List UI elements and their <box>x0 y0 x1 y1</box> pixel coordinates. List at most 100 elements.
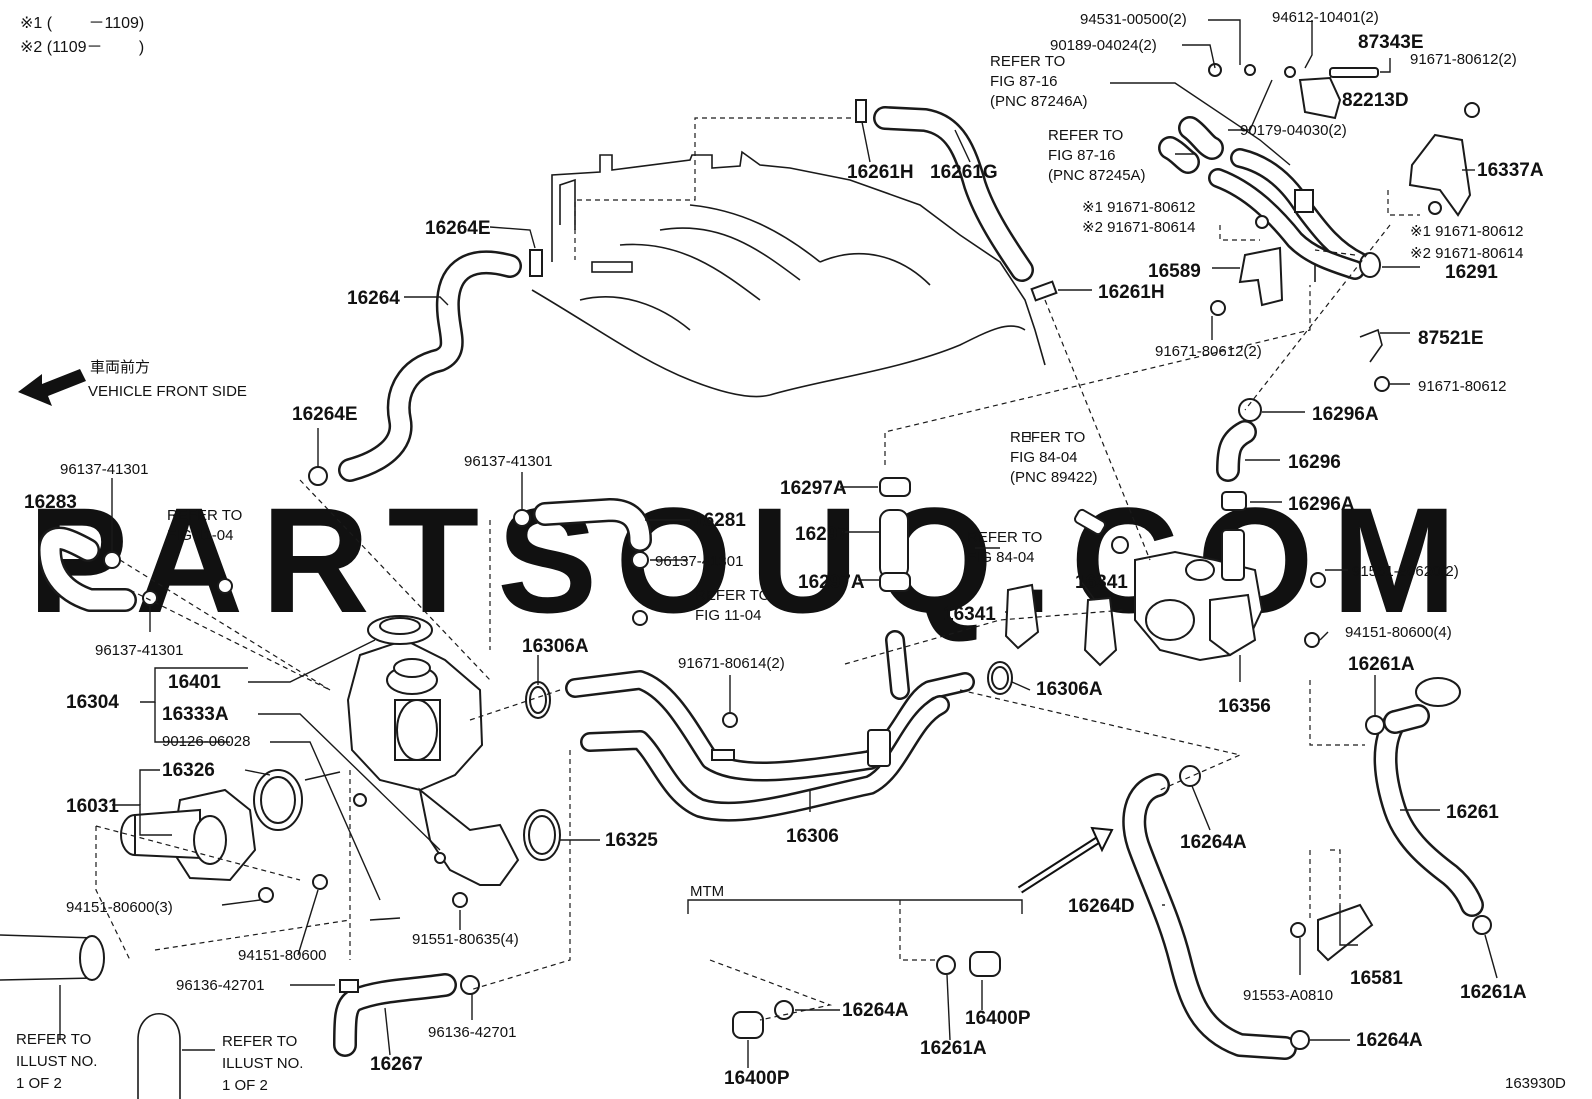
direction-jp: 車両前方 <box>90 359 150 376</box>
clamp-16264e-mid <box>308 466 328 486</box>
label-16261a-br: 16261A <box>1460 982 1527 1003</box>
clamp-96137-c <box>513 509 531 527</box>
clamp-16264e-top <box>529 249 543 277</box>
water-outlet-16304[interactable] <box>346 638 520 886</box>
ref-89422-line3: (PNC 89422) <box>1010 469 1098 486</box>
clamp-16261a-r <box>1365 715 1385 735</box>
label-16267: 16267 <box>370 1054 423 1075</box>
label-16264e-mid: 16264E <box>292 404 358 425</box>
clamp-96136-a <box>339 979 359 993</box>
label-16400p-r: 16400P <box>965 1008 1031 1029</box>
ref-87246a-line2: FIG 87-16 <box>990 73 1058 90</box>
label-96137-41301-c: 96137-41301 <box>464 453 552 470</box>
bracket-82213d <box>1298 76 1342 120</box>
clamp-16261h-mid <box>1030 280 1058 302</box>
ref-87245a-line1: REFER TO <box>1048 127 1123 144</box>
ref-illust-a-line1: REFER TO <box>16 1031 91 1048</box>
clamp-16261a-br <box>1472 915 1492 935</box>
bottom-left-pipe <box>0 934 181 1099</box>
label-16283: 16283 <box>24 492 77 513</box>
clamp-16261h-top <box>855 99 867 123</box>
hose-16297[interactable] <box>879 477 911 592</box>
ref-84-04-line1: REFER TO <box>967 529 1042 546</box>
pipe-16291[interactable] <box>1208 148 1381 282</box>
ref-illust-b-line2: ILLUST NO. <box>222 1055 303 1072</box>
hose-16267[interactable] <box>333 973 457 1057</box>
footnote-1: ※1 ( －1109) <box>20 15 144 32</box>
label-16333a: 16333A <box>162 704 229 725</box>
clamp-16261a-mtm <box>936 955 956 975</box>
clamp-96137-d <box>631 551 649 569</box>
hose-16264d[interactable] <box>1122 773 1297 1060</box>
label-m1-91671-80612: ※1 91671-80612 <box>1082 199 1196 216</box>
bracket-16581 <box>1317 903 1374 962</box>
label-96136-42701-a: 96136-42701 <box>176 977 264 994</box>
label-16296a-top: 16296A <box>1312 404 1379 425</box>
ref-11-04-a-line2: FIG 11-04 <box>167 527 233 544</box>
label-90179-04030: 90179-04030(2) <box>1240 122 1347 139</box>
label-16581: 16581 <box>1350 968 1403 989</box>
solid-leaders <box>59 19 1498 1068</box>
dashed-leaders <box>95 117 1420 1021</box>
label-16304: 16304 <box>66 692 119 713</box>
label-16291: 16291 <box>1445 262 1498 283</box>
label-96137-41301-b: 96137-41301 <box>95 642 183 659</box>
ref-89422-line2: FIG 84-04 <box>1010 449 1078 466</box>
label-16297a-bot: 16297A <box>798 572 865 593</box>
label-16297a-top: 16297A <box>780 478 847 499</box>
label-91671-80612-2b: 91671-80612(2) <box>1155 343 1262 360</box>
hose-16400p-r <box>969 951 1001 977</box>
label-91671-80612-c: 91671-80612 <box>1418 378 1506 395</box>
thermostat-housing-16031[interactable] <box>120 788 257 882</box>
label-16281: 16281 <box>693 510 746 531</box>
label-90126-06028: 90126-06028 <box>162 733 250 750</box>
label-16341-a: 16341 <box>943 604 996 625</box>
hose-16296[interactable] <box>1216 420 1257 482</box>
hose-16281[interactable] <box>533 498 652 552</box>
ref-11-04-b-line2: FIG 11-04 <box>695 607 761 624</box>
label-16326: 16326 <box>162 760 215 781</box>
mtm-bracket <box>687 899 1023 914</box>
label-16401: 16401 <box>168 672 221 693</box>
label-16337a: 16337A <box>1477 160 1544 181</box>
label-94151-80600-4: 94151-80600(4) <box>1345 624 1452 641</box>
water-inlet-16356[interactable] <box>1134 529 1264 662</box>
hose-16400p-l <box>732 1011 764 1039</box>
label-16264a-mtm: 16264A <box>842 1000 909 1021</box>
gasket-16325 <box>523 809 561 861</box>
label-16341-b: 16341 <box>1075 572 1128 593</box>
label-16297: 16297 <box>795 524 848 545</box>
oring-16306a-left <box>525 681 551 719</box>
hose-16283[interactable] <box>38 526 137 612</box>
label-16261h-top: 16261H <box>847 162 914 183</box>
bracket-16337a <box>1408 133 1472 217</box>
ref-84-04-line2: FIG 84-04 <box>967 549 1035 566</box>
figure-code: 163930D <box>1505 1075 1566 1092</box>
label-96137-41301-d: 96137-41301 <box>655 553 743 570</box>
label-16589: 16589 <box>1148 261 1201 282</box>
pipe-16306[interactable] <box>565 630 975 822</box>
label-m2-91671-80614-r: ※2 91671-80614 <box>1410 245 1524 262</box>
ref-11-04-b-line1: REFER TO <box>695 587 770 604</box>
hose-16264[interactable] <box>338 250 522 482</box>
hose-16261[interactable] <box>1373 677 1484 917</box>
clamp-96137-a <box>103 551 121 569</box>
bolt-group <box>217 63 1480 938</box>
label-94531-00500: 94531-00500(2) <box>1080 11 1187 28</box>
label-16261: 16261 <box>1446 802 1499 823</box>
label-16400p-l: 16400P <box>724 1068 790 1089</box>
label-16261a-r: 16261A <box>1348 654 1415 675</box>
label-16261g: 16261G <box>930 162 998 183</box>
gasket-16341 <box>1004 583 1118 667</box>
ref-87246a-line3: (PNC 87246A) <box>990 93 1088 110</box>
clamp-16296a-top <box>1238 398 1262 422</box>
label-16306a-top: 16306A <box>522 636 589 657</box>
ref-illust-a-line2: ILLUST NO. <box>16 1053 97 1070</box>
label-87521e: 87521E <box>1418 328 1484 349</box>
filler-cap-16401[interactable] <box>367 615 433 645</box>
front-direction-arrow-icon <box>18 369 86 406</box>
bracket-16589 <box>1238 246 1284 307</box>
hose-16261g[interactable] <box>873 106 1034 282</box>
label-82213d: 82213D <box>1342 90 1409 111</box>
